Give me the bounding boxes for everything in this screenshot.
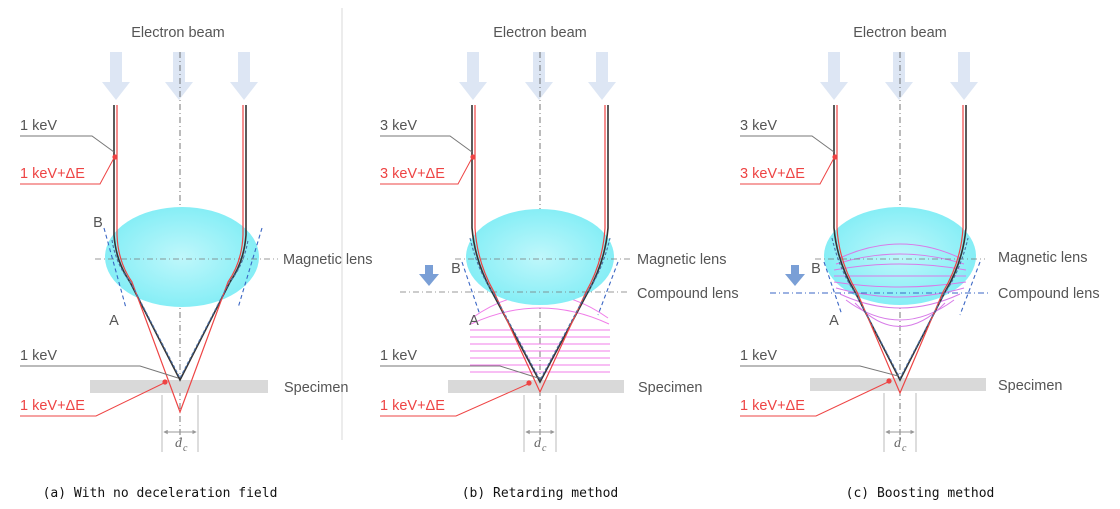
tangent-line-left (461, 261, 481, 316)
ray-nominal (833, 105, 967, 382)
compound-lens-label: Compound lens (998, 286, 1100, 302)
ray-envelope (831, 237, 969, 380)
ray-envelope (469, 237, 611, 382)
magnetic-lens-label: Magnetic lens (998, 250, 1087, 266)
specimen (90, 380, 268, 393)
panel-boosting: Electron beam B A 3 keV (740, 25, 1100, 501)
upper-energy-leader (20, 135, 115, 153)
lower-energy-leader (20, 365, 179, 379)
electron-beam-label: Electron beam (853, 25, 947, 41)
dc-label: d (534, 436, 542, 451)
upper-energy-delta-label: 3 keV+ΔE (740, 166, 805, 182)
ray-chromatic (474, 105, 606, 394)
upper-energy-leader (740, 135, 835, 153)
lower-energy-delta-leader (20, 382, 165, 417)
ray-envelope (111, 239, 249, 380)
specimen (448, 380, 624, 393)
beam-arrow-icon (230, 52, 258, 100)
beam-arrow-icon (165, 52, 193, 100)
caption: (c) Boosting method (846, 486, 995, 501)
panel-retarding: Electron beam B A 3 (380, 25, 739, 501)
beam-arrows (820, 52, 978, 100)
lower-energy-leader (380, 365, 539, 379)
ray-chromatic (836, 105, 964, 395)
magnetic-lens-field (466, 209, 614, 305)
tangent-line-right (959, 261, 981, 316)
point-b-label: B (451, 261, 461, 277)
upper-energy-label: 3 keV (740, 118, 777, 134)
lower-energy-delta-leader (380, 383, 529, 417)
point-a-label: A (109, 313, 119, 329)
lens-shift-arrow-icon (419, 265, 439, 286)
ray-nominal (471, 105, 609, 384)
dc-subscript: c (902, 443, 907, 454)
specimen-label: Specimen (998, 378, 1062, 394)
energy-marker (832, 154, 838, 160)
compound-lens-label: Compound lens (637, 286, 739, 302)
upper-energy-delta-label: 1 keV+ΔE (20, 166, 85, 182)
energy-marker (162, 379, 168, 385)
specimen-label: Specimen (638, 380, 702, 396)
upper-energy-label: 1 keV (20, 118, 57, 134)
beam-arrow-icon (820, 52, 848, 100)
beam-arrow-icon (525, 52, 553, 100)
point-a-label: A (469, 313, 479, 329)
lower-energy-label: 1 keV (20, 348, 57, 364)
beam-arrow-icon (950, 52, 978, 100)
dc-subscript: c (542, 443, 547, 454)
magnetic-lens-label: Magnetic lens (283, 252, 372, 268)
upper-energy-label: 3 keV (380, 118, 417, 134)
caption: (a) With no deceleration field (43, 486, 278, 501)
lower-energy-delta-leader (740, 381, 889, 417)
upper-energy-delta-leader (20, 157, 115, 185)
upper-energy-delta-leader (380, 157, 473, 185)
beam-arrows (102, 52, 258, 100)
lower-energy-label: 1 keV (740, 348, 777, 364)
magnetic-lens-label: Magnetic lens (637, 252, 726, 268)
lower-energy-delta-label: 1 keV+ΔE (380, 398, 445, 414)
beam-arrow-icon (459, 52, 487, 100)
tangent-line-right (597, 261, 619, 316)
upper-energy-delta-label: 3 keV+ΔE (380, 166, 445, 182)
dc-label: d (175, 436, 183, 451)
electron-beam-label: Electron beam (493, 25, 587, 41)
electron-beam-label: Electron beam (131, 25, 225, 41)
lower-energy-delta-label: 1 keV+ΔE (740, 398, 805, 414)
caption: (b) Retarding method (462, 486, 619, 501)
point-a-label: A (829, 313, 839, 329)
energy-marker (470, 154, 476, 160)
specimen-label: Specimen (284, 380, 348, 396)
lens-shift-arrow-icon (785, 265, 805, 286)
beam-arrow-icon (885, 52, 913, 100)
tangent-line-left (823, 261, 843, 316)
lower-energy-leader (740, 365, 899, 377)
upper-energy-leader (380, 135, 473, 153)
magnetic-lens-field (824, 207, 976, 305)
beam-arrow-icon (102, 52, 130, 100)
magnetic-lens-field (105, 207, 259, 307)
energy-marker (886, 378, 892, 384)
ray-nominal (113, 105, 247, 382)
beam-arrow-icon (588, 52, 616, 100)
lower-energy-delta-label: 1 keV+ΔE (20, 398, 85, 414)
point-b-label: B (93, 215, 103, 231)
ray-chromatic (116, 105, 244, 414)
panel-no-deceleration: Electron beam B A 1 keV 1 keV+ΔE Magneti… (20, 25, 372, 501)
point-b-label: B (811, 261, 821, 277)
upper-energy-delta-leader (740, 157, 835, 185)
energy-marker (526, 380, 532, 386)
lower-energy-label: 1 keV (380, 348, 417, 364)
energy-marker (112, 154, 118, 160)
specimen (810, 378, 986, 391)
beam-arrows (459, 52, 616, 100)
dc-label: d (894, 436, 902, 451)
dc-subscript: c (183, 443, 188, 454)
